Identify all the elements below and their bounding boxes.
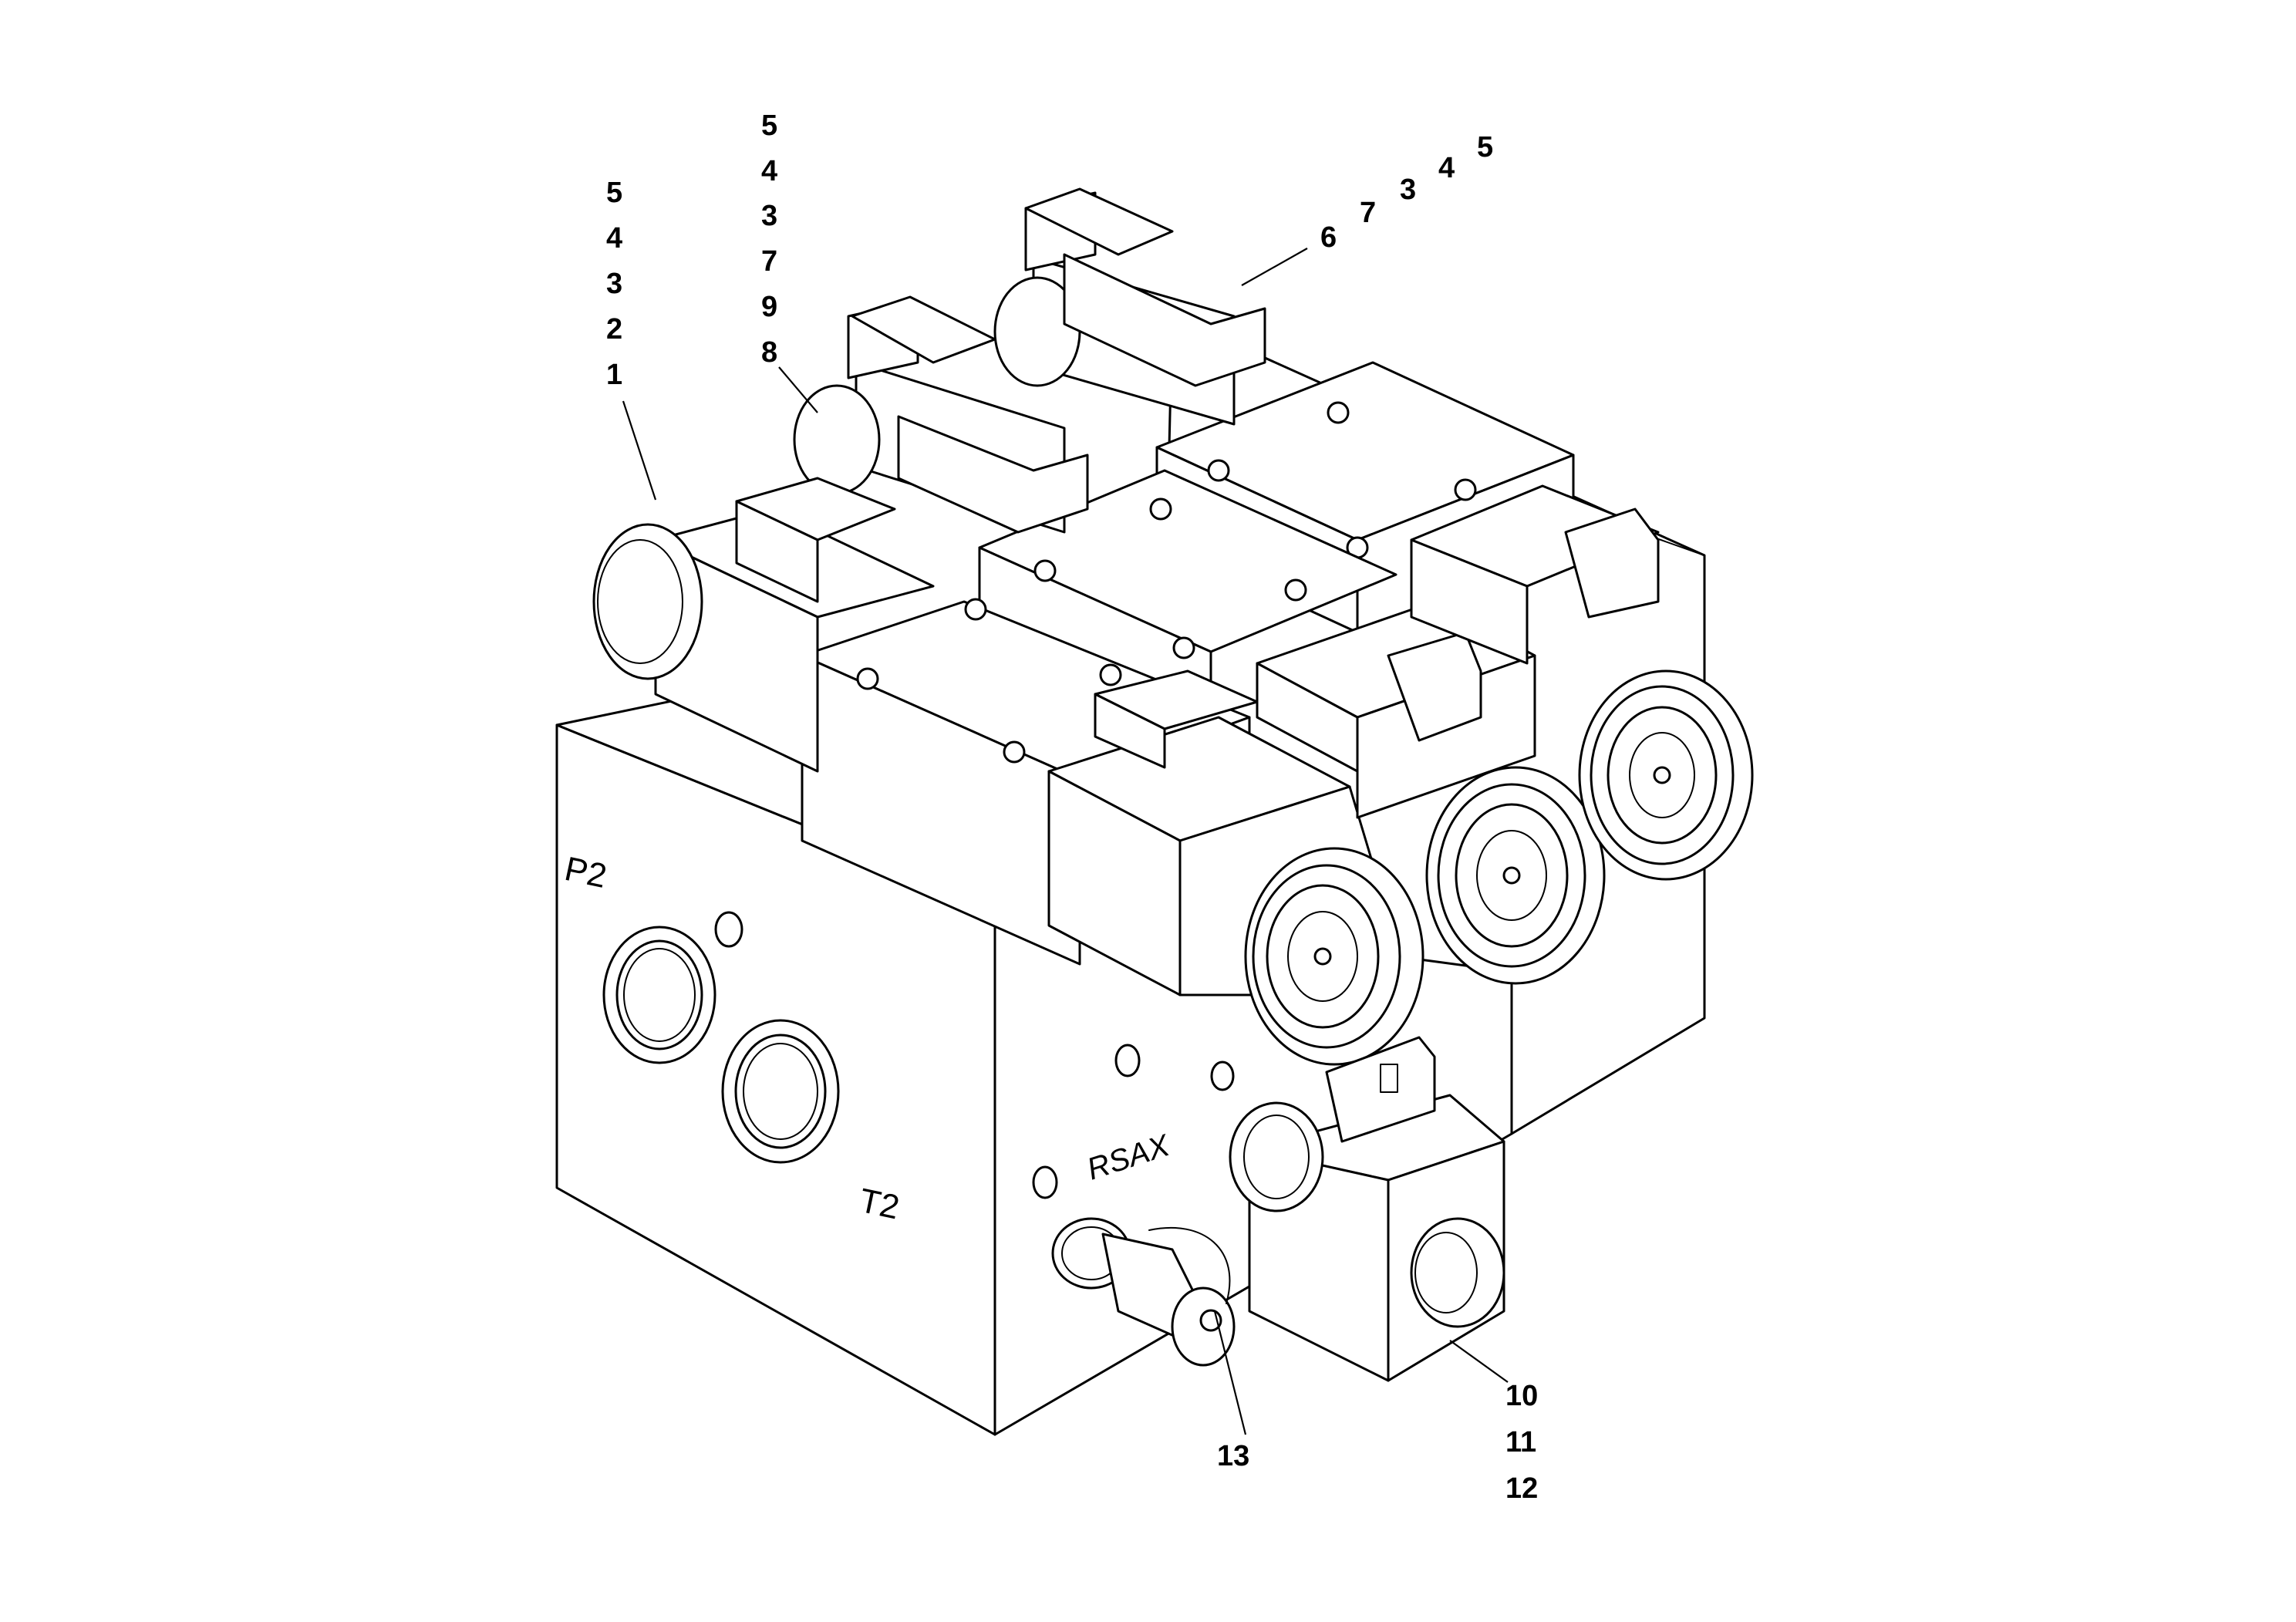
callout-left-3: 3	[606, 268, 622, 300]
callout-mid-6: 8	[761, 336, 777, 369]
solenoid-mid-right	[1256, 600, 1606, 985]
callout-left-5: 1	[606, 359, 622, 391]
callout-top-5: 5	[1477, 131, 1493, 164]
callout-left-1: 5	[606, 177, 622, 209]
callout-mid-1: 5	[761, 110, 777, 142]
port-t2	[721, 1019, 840, 1164]
test-point-fitting	[1051, 1217, 1236, 1367]
callout-top-3: 3	[1400, 174, 1416, 206]
callout-br-2: 11	[1505, 1426, 1536, 1458]
solenoid-front	[1047, 669, 1424, 1066]
callout-mid-4: 7	[761, 245, 777, 278]
solenoid-rear-right	[1410, 484, 1754, 881]
callout-top-2: 7	[1360, 197, 1376, 229]
port-p2	[602, 911, 743, 1064]
callout-mid-3: 3	[761, 200, 777, 232]
connector-housing-top-mid	[851, 295, 1089, 534]
leader-lines	[622, 248, 1509, 1435]
side-holes	[1032, 1044, 1235, 1199]
callout-group-top: 6 7 3 4 5	[1320, 131, 1493, 254]
port-t2-label: T2	[856, 1182, 902, 1227]
callout-left-4: 2	[606, 313, 622, 346]
connector-housing-top-rear	[1024, 187, 1266, 387]
callout-single-bottom: 13	[1217, 1440, 1249, 1472]
port-p2-label: P2	[561, 850, 610, 895]
callout-mid-5: 9	[761, 291, 777, 323]
callout-br-3: 12	[1505, 1472, 1538, 1505]
callout-top-1: 6	[1320, 221, 1337, 254]
solenoid-left	[592, 477, 935, 773]
callout-group-mid: 5 4 3 7 9 8	[761, 110, 777, 369]
callout-top-4: 4	[1438, 152, 1455, 184]
callout-mid-2: 4	[761, 155, 777, 187]
callout-group-bottom-right: 10 11 12	[1505, 1380, 1538, 1505]
callout-left-2: 4	[606, 222, 622, 255]
pilot-solenoid	[1229, 1036, 1505, 1382]
callout-br-1: 10	[1505, 1380, 1538, 1412]
callout-group-left: 5 4 3 2 1	[606, 177, 622, 391]
